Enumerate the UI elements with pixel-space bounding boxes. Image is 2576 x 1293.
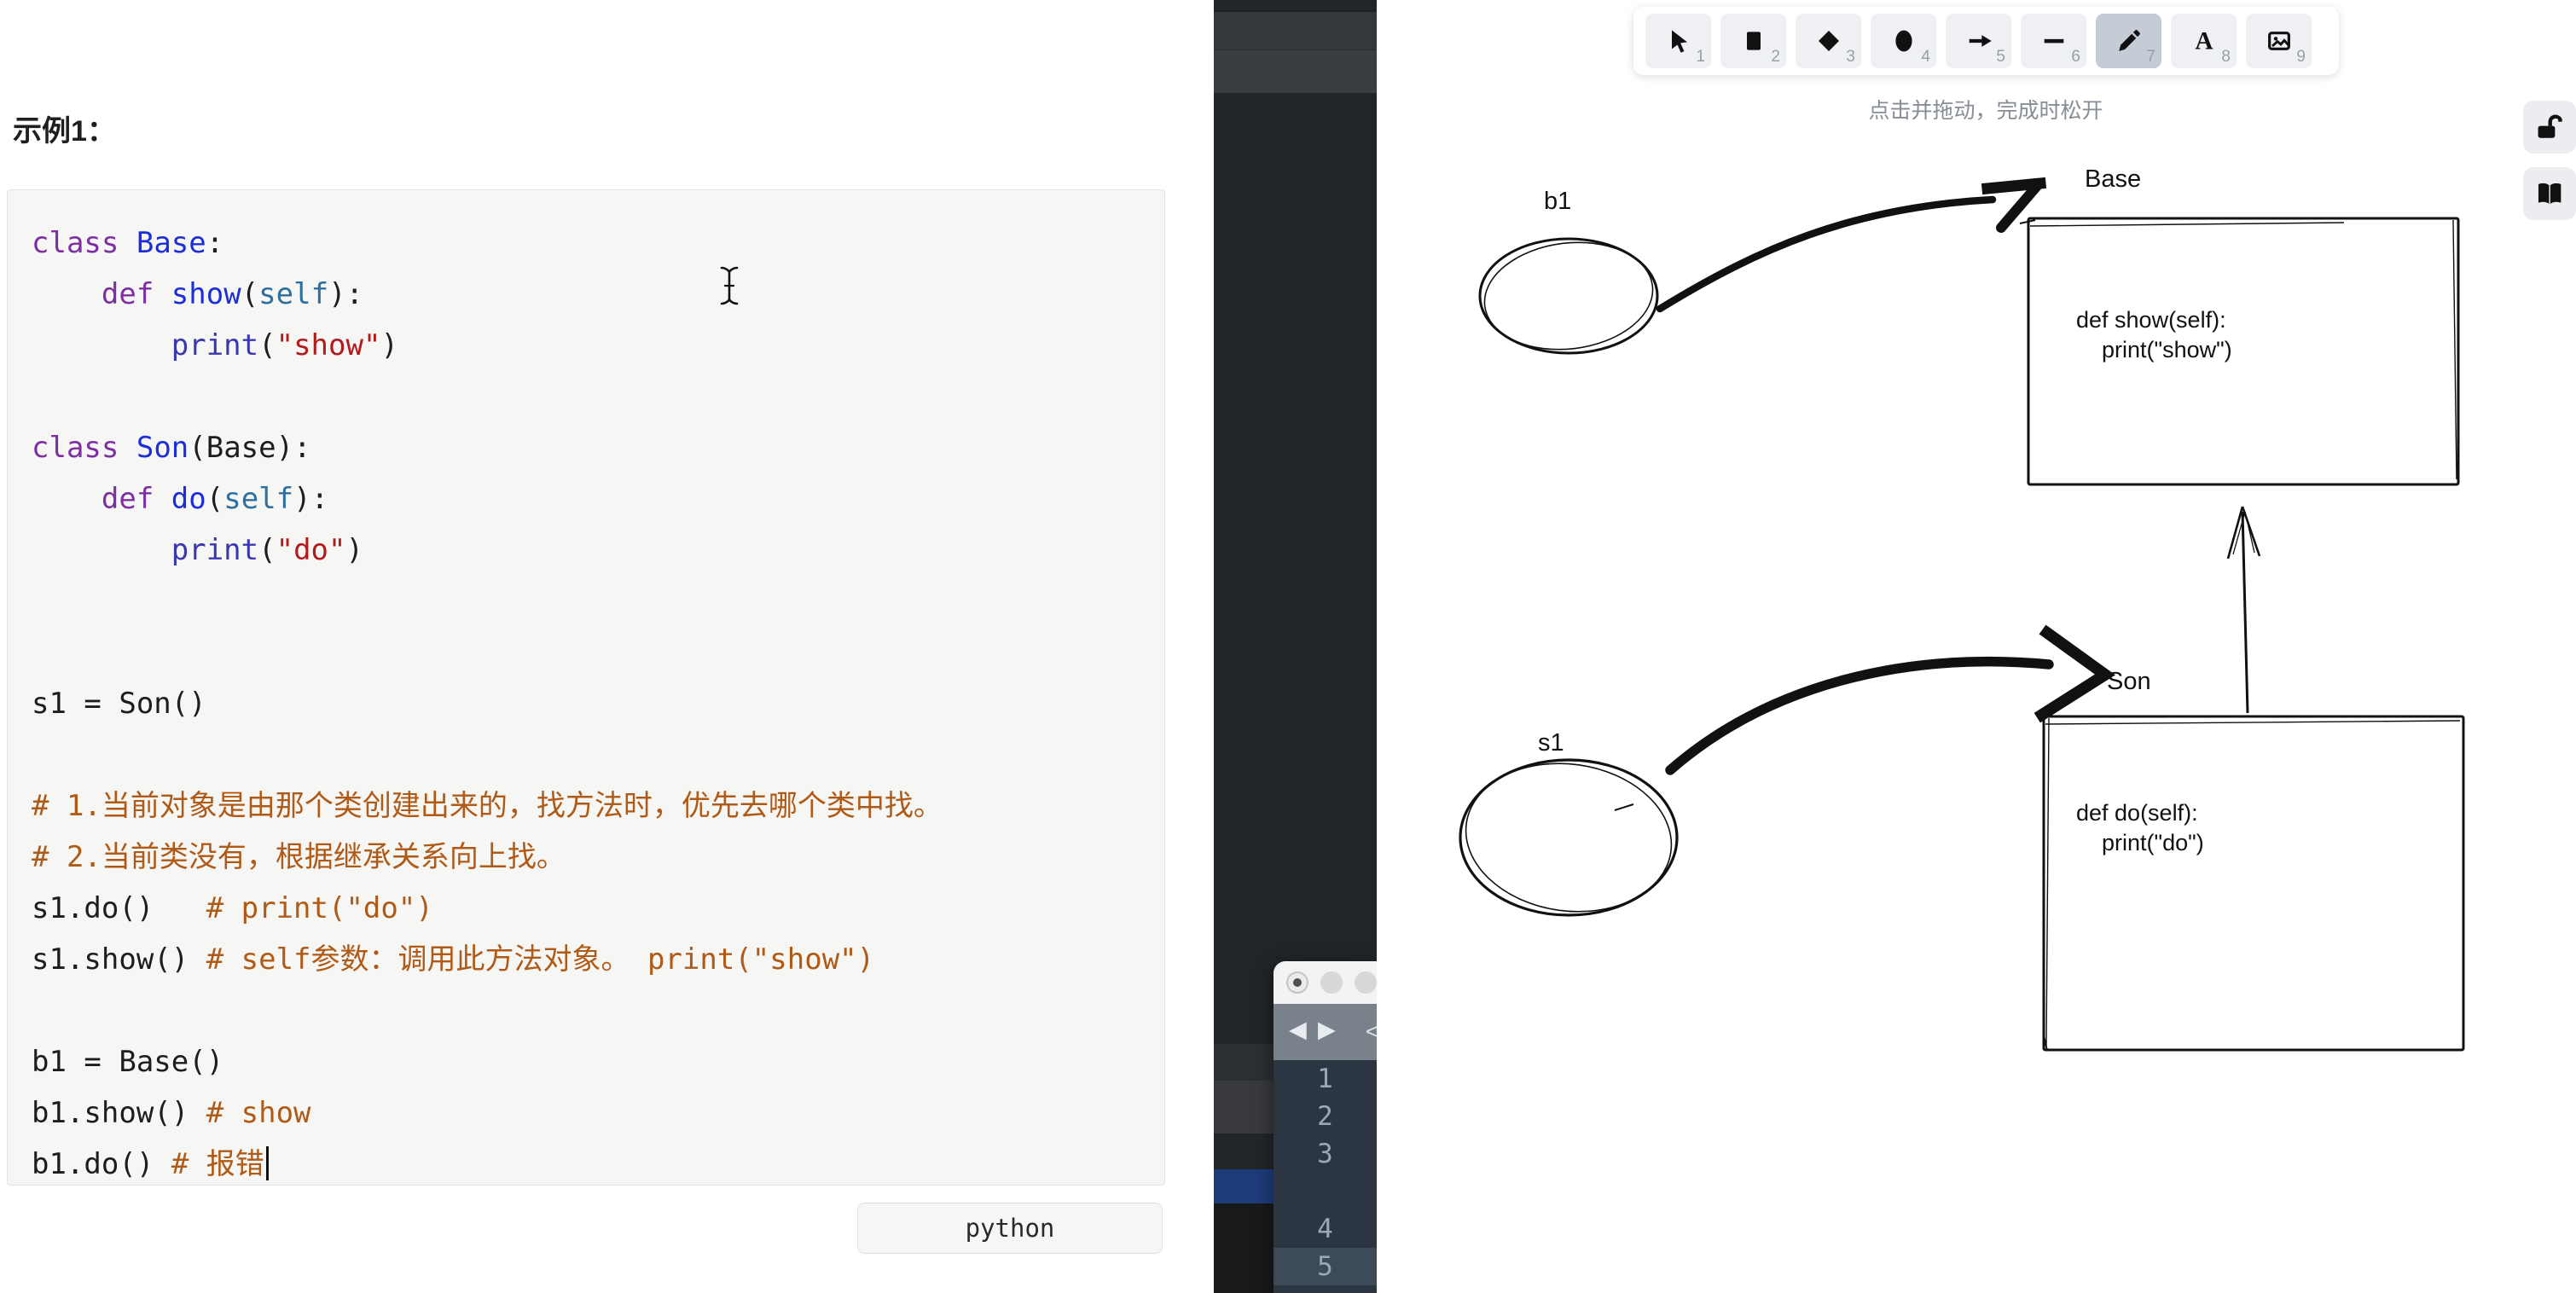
code-line: def show(self): [101, 277, 364, 311]
gutter: 1 2 3 4 5 [1273, 1060, 1377, 1285]
code-line: s1.do() # print("do") [32, 891, 433, 925]
code-line: print("show") [171, 328, 398, 362]
line-number: 5 [1273, 1248, 1377, 1285]
b1-ellipse[interactable] [1478, 233, 1659, 358]
floating-code-window[interactable]: ◀ ▶ < 1 2 3 4 5 [1273, 961, 1377, 1293]
editor-tab-band [1214, 49, 1377, 93]
code-line: class Son(Base): [32, 431, 311, 465]
ellipse-icon [1894, 30, 1912, 52]
tool-hint-text: 点击并拖动，完成时松开 [1868, 99, 2103, 123]
tool-shortcut: 8 [2221, 48, 2231, 66]
editor-tab-band [1214, 11, 1377, 49]
son-box-code[interactable]: def do(self): print("do") [2076, 800, 2204, 855]
text-caret [265, 1146, 269, 1180]
base-box-code[interactable]: def show(self): print("show") [2076, 307, 2232, 362]
line-number: 2 [1317, 1101, 1333, 1132]
line-number: 4 [1317, 1214, 1333, 1244]
code-line: b1.do() # 报错 [32, 1139, 1151, 1190]
tool-shortcut: 7 [2146, 48, 2155, 66]
tool-image-button[interactable]: 9 [2246, 14, 2312, 68]
sketch-layer[interactable] [1377, 0, 2576, 1293]
selection-icon [1671, 30, 1687, 53]
library-button[interactable] [2523, 167, 2576, 220]
code-line: b1 = Base() [32, 1045, 224, 1079]
tool-arrow-button[interactable]: 5 [1946, 14, 2011, 68]
tool-ellipse-button[interactable]: 4 [1871, 14, 1936, 68]
b1-label[interactable]: b1 [1544, 188, 1572, 215]
diamond-icon [1818, 31, 1839, 51]
tool-selection-button[interactable]: 1 [1645, 14, 1711, 68]
nav-forward-icon[interactable]: ▶ [1318, 1017, 1336, 1042]
s1-to-son-arrow[interactable] [1665, 624, 2116, 775]
arrow-icon [1969, 35, 1992, 47]
line-number: 3 [1317, 1139, 1333, 1169]
unlock-button[interactable] [2523, 101, 2576, 154]
editor-row-band [1214, 1134, 1273, 1169]
image-icon [2267, 32, 2290, 50]
code-line [32, 627, 1151, 678]
text-icon: A [2195, 27, 2213, 55]
ibeam-cursor-icon [720, 266, 739, 305]
code-line [32, 371, 1151, 422]
base-box[interactable] [2019, 217, 2460, 486]
nav-back-icon[interactable]: ◀ [1289, 1017, 1307, 1042]
editor-row-band [1214, 1081, 1273, 1134]
document-panel: 示例1： class Base: def show(self): print("… [0, 0, 1214, 1293]
code-line: def do(self): [101, 482, 329, 516]
tool-rectangle-button[interactable]: 2 [1720, 14, 1786, 68]
inheritance-arrow[interactable] [2226, 506, 2261, 714]
b1-to-base-arrow[interactable] [1656, 177, 2047, 313]
line-number [1273, 1173, 1377, 1210]
editor-row-band [1214, 1203, 1273, 1293]
window-zoom-button[interactable] [1355, 971, 1377, 994]
tool-shortcut: 2 [1771, 48, 1780, 66]
code-line: s1.show() # self参数：调用此方法对象。 print("show"… [32, 942, 875, 977]
code-line: s1 = Son() [32, 687, 206, 721]
tool-shortcut: 1 [1696, 48, 1705, 66]
tool-draw-button[interactable]: 7 [2096, 14, 2161, 68]
code-block[interactable]: class Base: def show(self): print("show"… [7, 189, 1165, 1186]
editor-selected-row [1214, 1169, 1273, 1203]
code-line [32, 576, 1151, 627]
code-line: class Base: [32, 226, 224, 260]
son-label[interactable]: Son [2107, 668, 2151, 695]
code-line: # 2.当前类没有，根据继承关系向上找。 [32, 840, 566, 874]
language-tag: python [857, 1203, 1163, 1254]
background-editor-strip[interactable]: ◀ ▶ < 1 2 3 4 5 [1214, 0, 1377, 1293]
editor-row-band [1214, 1044, 1273, 1081]
page-title: 示例1： [13, 115, 116, 148]
book-icon [2538, 183, 2561, 204]
code-line [32, 729, 1151, 780]
window-navbar: ◀ ▶ < [1273, 1004, 1377, 1060]
son-box[interactable] [2042, 715, 2465, 1052]
tool-shortcut: 6 [2071, 48, 2080, 66]
tool-shortcut: 4 [1921, 48, 1930, 66]
code-line: print("do") [171, 533, 363, 567]
code-line: # 1.当前对象是由那个类创建出来的，找方法时，优先去哪个类中找。 [32, 789, 943, 823]
code-line: b1.show() # show [32, 1096, 311, 1130]
tool-shortcut: 3 [1846, 48, 1855, 66]
tool-diamond-button[interactable]: 3 [1796, 14, 1861, 68]
rectangle-icon [1746, 32, 1761, 50]
line-number: 1 [1317, 1064, 1333, 1094]
window-titlebar[interactable] [1273, 961, 1377, 1004]
svg-text:A: A [2195, 27, 2213, 55]
unlock-icon [2538, 114, 2562, 138]
window-close-button[interactable] [1286, 971, 1308, 994]
tool-line-button[interactable]: 6 [2021, 14, 2086, 68]
code-line [32, 985, 1151, 1036]
s1-label[interactable]: s1 [1538, 729, 1564, 757]
base-label[interactable]: Base [2085, 165, 2142, 193]
s1-ellipse[interactable] [1456, 751, 1681, 925]
tool-shortcut: 5 [1996, 48, 2005, 66]
clipped-code-text: < [1366, 1018, 1377, 1044]
tool-shortcut: 9 [2296, 48, 2306, 66]
window-minimize-button[interactable] [1320, 971, 1343, 994]
line-icon [2044, 38, 2063, 43]
draw-icon [2118, 30, 2140, 51]
